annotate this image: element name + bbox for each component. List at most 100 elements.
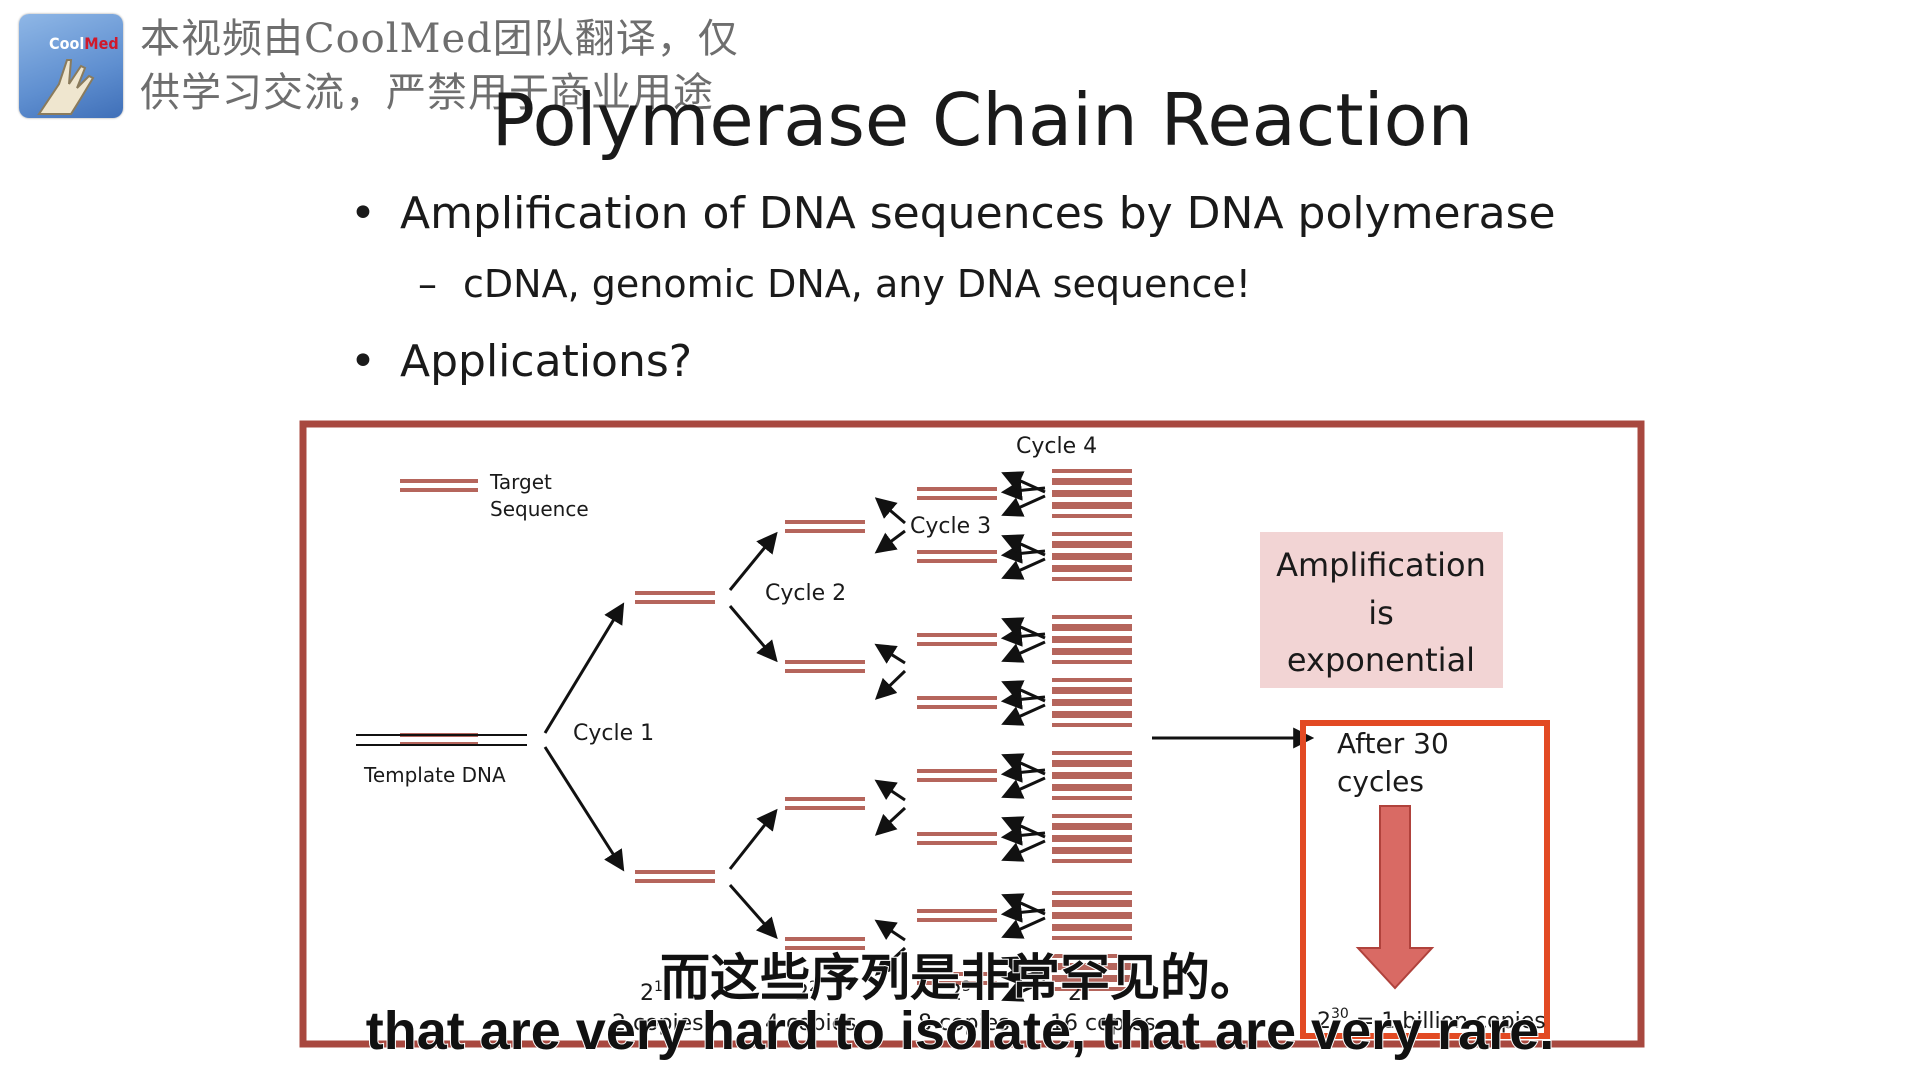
sub-bullet-dna-types: –cDNA, genomic DNA, any DNA sequence!	[418, 262, 1251, 306]
branch-arrow	[1001, 703, 1046, 726]
down-arrow	[1355, 805, 1435, 990]
cycle-4-product	[1052, 927, 1132, 940]
cycle-3-product	[917, 633, 997, 646]
branch-arrow	[1001, 979, 1046, 1002]
sub-bullet-text: cDNA, genomic DNA, any DNA sequence!	[463, 262, 1251, 306]
cycle-3-product	[917, 909, 997, 922]
amplification-box	[1260, 532, 1503, 688]
cycle-4-product	[1052, 966, 1132, 979]
branch-arrow	[874, 919, 906, 942]
branch-arrow	[1001, 753, 1046, 776]
branch-arrow	[874, 946, 907, 976]
legend-label-2: Sequence	[490, 497, 589, 521]
template-target	[400, 733, 478, 746]
cycle-4-product	[1052, 568, 1132, 581]
cycle-4-product	[1052, 714, 1132, 727]
count-2-top: 22	[795, 979, 818, 1006]
cycle-3-label: Cycle 3	[910, 514, 991, 539]
legend-strand	[400, 479, 478, 492]
cycle-3-product	[917, 696, 997, 709]
bullet-applications: • Applications?	[350, 336, 692, 387]
branch-arrow	[1001, 557, 1046, 580]
cycle-1-label: Cycle 1	[573, 721, 654, 746]
branch-arrow	[1001, 916, 1046, 939]
branch-arrow	[728, 808, 778, 870]
cycle-4-product	[1052, 775, 1132, 788]
branch-arrow	[874, 643, 906, 665]
count-3-bottom: 8 copies	[918, 1011, 1010, 1036]
count-2-bottom: 4 copies	[765, 1011, 857, 1036]
bullet-dot: •	[350, 336, 376, 387]
coolmed-logo: CoolMed	[19, 14, 123, 118]
bullet-applications-text: Applications?	[400, 336, 693, 387]
branch-arrow	[874, 529, 906, 554]
branch-arrow	[874, 806, 907, 836]
cycle-1-product	[635, 870, 715, 883]
branch-arrow	[874, 497, 906, 525]
cycle-2-product	[785, 937, 865, 950]
translation-watermark: 本视频由CoolMed团队翻译，仅 供学习交流，严禁用于商业用途	[140, 12, 780, 120]
cycle-4-product	[1052, 891, 1132, 904]
result-frame	[1300, 720, 1550, 1039]
cycle-1-product	[635, 591, 715, 604]
cycle-4-product	[1052, 493, 1132, 506]
watermark-line-2: 供学习交流，严禁用于商业用途	[140, 70, 714, 116]
watermark-line-1: 本视频由CoolMed团队翻译，仅	[140, 16, 739, 62]
branch-arrow	[1001, 471, 1046, 494]
count-4-top: 24	[1068, 979, 1091, 1006]
cycles-label: cycles	[1337, 765, 1424, 798]
cycle-4-product	[1052, 978, 1132, 991]
cycle-4-product	[1052, 505, 1132, 518]
diagram-frame	[299, 420, 1645, 1048]
cycle-3-product	[917, 487, 997, 500]
branch-arrow	[1001, 680, 1046, 703]
cycle-4-product	[1052, 469, 1132, 482]
subtitle-english: that are very hard to isolate, that are …	[365, 1000, 1556, 1062]
branch-arrow	[1001, 839, 1046, 862]
amplification-line-1: Amplification	[1276, 546, 1486, 584]
cycle-4-product	[1052, 615, 1132, 628]
branch-arrow	[1001, 494, 1046, 517]
branch-arrow	[1001, 816, 1046, 839]
cycle-4-product	[1052, 651, 1132, 664]
bullet-amplification-text: Amplification of DNA sequences by DNA po…	[400, 188, 1556, 239]
legend-label-1: Target	[489, 470, 552, 494]
count-1-bottom: 2 copies	[612, 1011, 704, 1036]
cycle-4-product	[1052, 915, 1132, 928]
cycle-4-product	[1052, 678, 1132, 691]
cycle-3-product	[917, 550, 997, 563]
cycle-3-product	[917, 769, 997, 782]
branch-arrow	[1001, 534, 1046, 557]
cycle-3-product	[917, 972, 997, 985]
branch-arrow	[728, 884, 778, 940]
cycle-4-product	[1052, 903, 1132, 916]
billion-copies-label: 230 = 1 billion copies	[1317, 1006, 1546, 1034]
slide-title: Polymerase Chain Reaction	[491, 78, 1474, 162]
cycle-4-product	[1052, 826, 1132, 839]
cycle-4-product	[1052, 702, 1132, 715]
logo-text: CoolMed	[49, 34, 119, 53]
cycle-2-product	[785, 797, 865, 810]
template-dna-label: Template DNA	[363, 763, 506, 787]
cycle-4-product	[1052, 763, 1132, 776]
branch-arrow	[1001, 956, 1046, 979]
subtitle-chinese: 而这些序列是非常罕见的。	[659, 948, 1261, 1008]
cycle-4-label: Cycle 4	[1016, 434, 1097, 459]
branch-arrow	[874, 669, 907, 700]
branch-arrow	[728, 531, 778, 591]
bullet-amplification: •Amplification of DNA sequences by DNA p…	[350, 188, 1556, 239]
cycle-4-product	[1052, 556, 1132, 569]
cycle-4-product	[1052, 690, 1132, 703]
cycle-2-label: Cycle 2	[765, 581, 846, 606]
cycle-4-product	[1052, 544, 1132, 557]
cycle-2-product	[785, 520, 865, 533]
cycle-3-product	[917, 832, 997, 845]
cycle-4-product	[1052, 814, 1132, 827]
cycle-4-product	[1052, 532, 1132, 545]
branch-arrows	[543, 471, 1046, 1002]
branch-arrow	[543, 602, 625, 734]
branch-arrow	[728, 605, 778, 663]
dash: –	[418, 262, 437, 306]
amplification-line-2: is	[1368, 594, 1394, 632]
branch-arrow	[1001, 617, 1046, 640]
